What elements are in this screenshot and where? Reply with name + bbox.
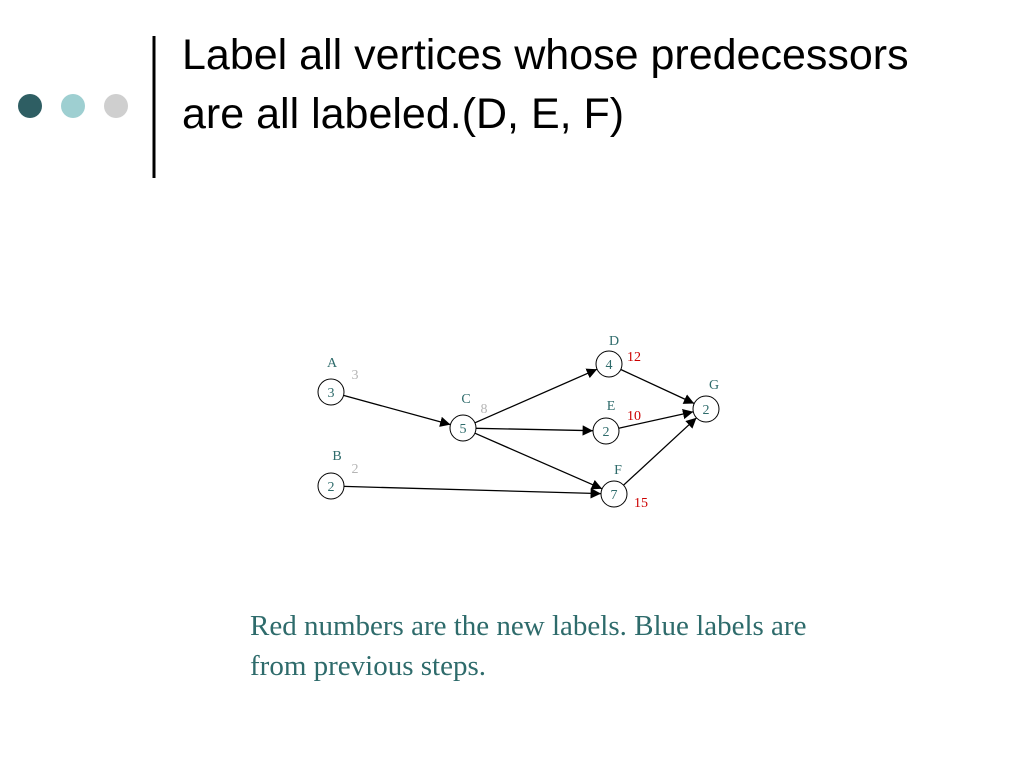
vertex-weight: 2 xyxy=(603,425,610,440)
edge-c-d xyxy=(474,368,598,424)
vertex-weight: 2 xyxy=(328,480,335,495)
vertex-weight: 7 xyxy=(611,488,618,503)
vertex-circle xyxy=(449,414,477,442)
previous-label: 8 xyxy=(481,402,488,417)
vertex-name: D xyxy=(609,334,619,349)
edge-c-e xyxy=(475,425,594,436)
new-label: 15 xyxy=(634,496,648,511)
vertex-circle xyxy=(692,395,720,423)
vertex-circle xyxy=(600,480,628,508)
vertex-a: 3A3 xyxy=(317,356,359,406)
edge-b-f xyxy=(343,485,602,499)
vertex-name: B xyxy=(332,449,341,464)
vertex-name: A xyxy=(327,356,338,371)
vertex-weight: 2 xyxy=(703,403,710,418)
vertex-name: E xyxy=(607,399,616,414)
caption-text: Red numbers are the new labels. Blue lab… xyxy=(250,610,807,682)
vertex-e: 2 E 10 xyxy=(592,399,641,445)
vertex-c: 5 C8 xyxy=(449,392,488,442)
new-label: 12 xyxy=(627,350,641,365)
vertex-weight: 3 xyxy=(328,386,335,401)
edge-c-f xyxy=(474,432,603,490)
previous-label: 2 xyxy=(352,462,359,477)
edge-layer xyxy=(343,368,697,499)
edge-d-g xyxy=(620,368,695,405)
vertex-name: C xyxy=(461,392,470,407)
edge-f-g xyxy=(623,417,697,486)
page-title: Label all vertices whose predecessors ar… xyxy=(182,31,909,138)
edge-e-g xyxy=(618,408,694,429)
vertex-circle xyxy=(592,417,620,445)
vertex-weight: 5 xyxy=(460,422,467,437)
vertex-f: 7 F 15 xyxy=(600,463,648,511)
vertex-circle xyxy=(595,350,623,378)
vertex-name: F xyxy=(614,463,622,478)
vertex-circle xyxy=(317,472,345,500)
vertex-d: 4 D 12 xyxy=(595,334,641,378)
vertex-b: 2B2 xyxy=(317,449,359,500)
new-label: 10 xyxy=(627,409,641,424)
edge-a-c xyxy=(343,394,451,427)
previous-label: 3 xyxy=(352,368,359,383)
vertex-name: G xyxy=(709,378,719,393)
vertex-circle xyxy=(317,378,345,406)
vertex-weight: 4 xyxy=(606,358,613,373)
vertex-g: 2G xyxy=(692,378,720,423)
